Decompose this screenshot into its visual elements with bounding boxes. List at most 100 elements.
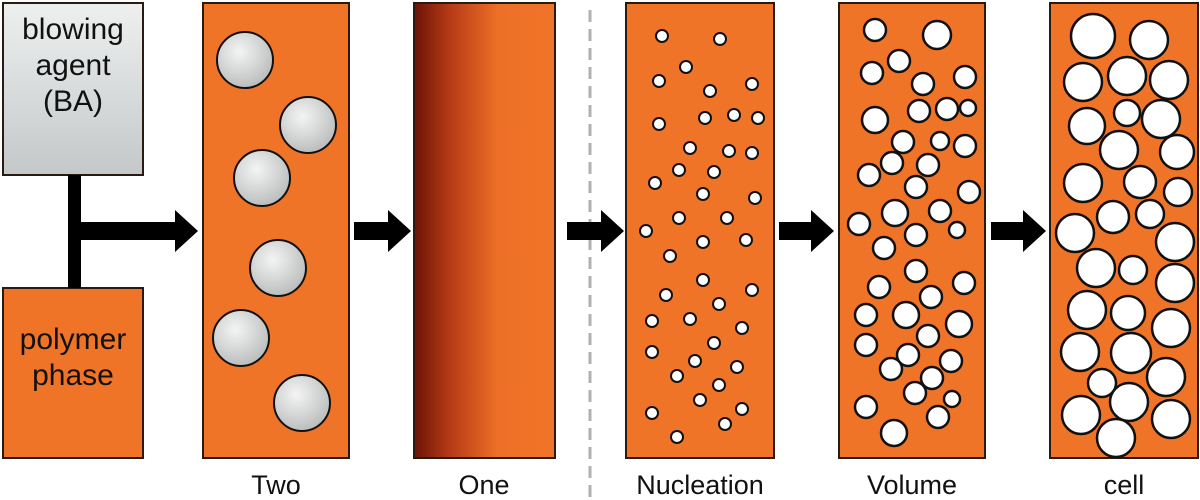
nucleated-bubble <box>683 312 697 326</box>
foam-cell <box>1128 19 1170 61</box>
blowing-agent-label: blowing agent (BA) <box>3 12 143 120</box>
foam-cell <box>1117 254 1149 286</box>
foam-cell <box>1098 129 1140 171</box>
nucleated-bubble <box>645 345 659 359</box>
nucleated-bubble <box>718 417 732 431</box>
blowing-agent-line3: (BA) <box>43 85 103 118</box>
foam-cell <box>1109 331 1153 375</box>
growing-bubble <box>879 418 909 448</box>
foam-cell <box>1069 12 1117 60</box>
polymer-phase-box <box>2 287 144 459</box>
growing-bubble <box>846 211 872 237</box>
arrow-4 <box>991 210 1046 252</box>
growing-bubble <box>853 394 879 420</box>
growing-bubble <box>856 162 882 188</box>
polymer-phase-label: polymer phase <box>0 322 146 394</box>
foam-cell <box>1109 294 1147 332</box>
nucleated-bubble <box>745 77 759 91</box>
nucleated-bubble <box>730 360 744 374</box>
nucleated-bubble <box>751 111 765 125</box>
growing-bubble <box>862 17 888 43</box>
nucleated-bubble <box>712 297 726 311</box>
growing-bubble <box>886 48 912 74</box>
growing-bubble <box>902 380 928 406</box>
growing-bubble <box>906 98 932 124</box>
growing-bubble <box>918 284 944 310</box>
nucleated-bubble <box>672 211 686 225</box>
nucleated-bubble <box>688 354 702 368</box>
nucleated-bubble <box>663 249 677 263</box>
nucleated-bubble <box>670 430 684 444</box>
foam-cell <box>1062 162 1104 204</box>
nucleated-bubble <box>696 273 710 287</box>
growing-bubble <box>915 152 941 178</box>
nucleated-bubble <box>696 235 710 249</box>
foam-cell <box>1154 221 1196 263</box>
growing-bubble <box>927 198 953 224</box>
growing-bubble <box>934 96 960 122</box>
nucleated-bubble <box>652 74 666 88</box>
one-phase-panel <box>413 2 556 459</box>
growing-bubble <box>951 270 977 296</box>
polymer-line2: phase <box>32 359 114 392</box>
polymer-line1: polymer <box>19 323 127 356</box>
growing-bubble <box>929 130 951 152</box>
nucleated-bubble <box>648 176 662 190</box>
mixing-arrow <box>81 210 198 252</box>
growing-bubble <box>910 71 936 97</box>
growing-bubble <box>895 342 921 368</box>
nucleated-bubble <box>727 108 741 122</box>
bubbles-layer <box>212 12 1196 459</box>
ba-droplet <box>249 239 307 297</box>
foam-cell <box>1095 417 1137 459</box>
growing-bubble <box>866 274 892 300</box>
foam-cell <box>1066 289 1108 331</box>
foam-cell <box>1134 198 1166 230</box>
foam-cell <box>1067 106 1107 146</box>
ba-droplet <box>216 31 274 89</box>
blowing-agent-line2: agent <box>35 49 111 82</box>
ba-droplet <box>233 149 291 207</box>
foam-cell <box>1112 98 1142 128</box>
nucleated-bubble <box>739 233 753 247</box>
nucleated-bubble <box>639 224 653 238</box>
stage-label-two: Two <box>251 470 301 500</box>
growing-bubble <box>903 222 929 248</box>
nucleated-bubble <box>659 288 673 302</box>
connector-vertical <box>68 175 81 288</box>
foam-cell <box>1095 199 1131 235</box>
nucleated-bubble <box>712 378 726 392</box>
arrow-1 <box>354 210 411 252</box>
arrow-3 <box>779 210 834 252</box>
growing-bubble <box>952 133 978 159</box>
growing-bubble <box>903 174 929 200</box>
nucleated-bubble <box>683 141 697 155</box>
nucleated-bubble <box>698 111 712 125</box>
nucleated-bubble <box>645 406 659 420</box>
growing-bubble <box>915 323 941 349</box>
growing-bubble <box>938 348 964 374</box>
ba-droplet <box>279 96 337 154</box>
nucleated-bubble <box>745 283 759 297</box>
nucleated-bubble <box>655 29 669 43</box>
growing-bubble <box>958 98 978 118</box>
foam-cell <box>1086 367 1118 399</box>
growing-bubble <box>956 179 982 205</box>
stage-label-nucleation: Nucleation <box>636 470 764 500</box>
foam-cell <box>1150 398 1192 440</box>
blowing-agent-line1: blowing <box>22 13 124 46</box>
nucleated-bubble <box>696 187 710 201</box>
growing-bubble <box>871 235 897 261</box>
nucleated-bubble <box>720 211 734 225</box>
growing-bubble <box>919 365 945 391</box>
nucleated-bubble <box>672 163 686 177</box>
foam-cell <box>1148 59 1190 101</box>
growing-bubble <box>853 302 879 328</box>
growing-bubble <box>880 198 910 228</box>
nucleated-bubble <box>679 60 693 74</box>
growing-bubble <box>903 258 929 284</box>
nucleated-bubble <box>707 336 721 350</box>
growing-bubble <box>944 309 974 339</box>
growing-bubble <box>878 356 904 382</box>
